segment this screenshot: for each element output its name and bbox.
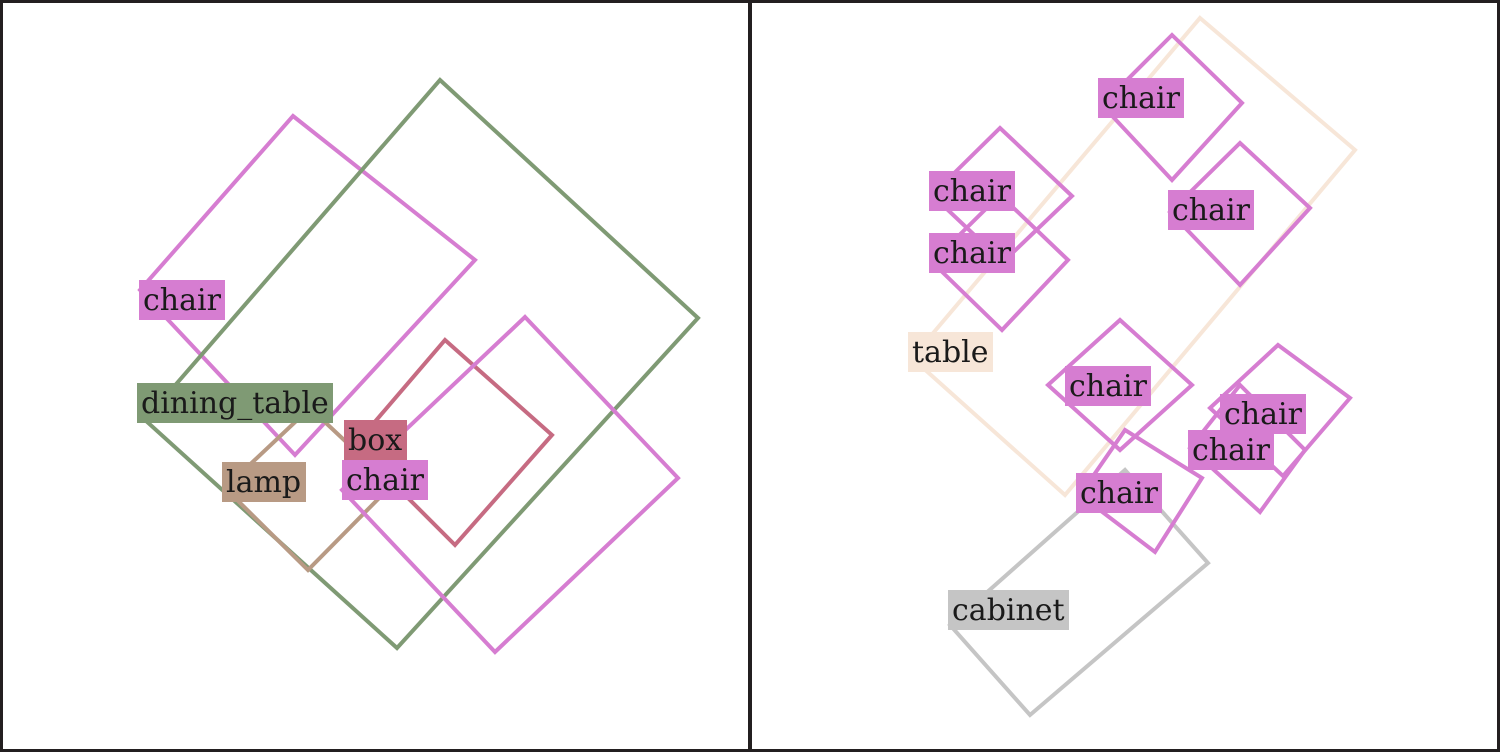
chair-box (1167, 140, 1313, 288)
panel-right-frame (749, 0, 1500, 752)
label-background (342, 460, 428, 500)
chair-box (137, 113, 478, 458)
chair-label-tag: chair (1065, 366, 1151, 406)
label-background (929, 171, 1015, 211)
chair-box (1045, 317, 1195, 453)
label-text: chair (1102, 81, 1181, 116)
chair-label-tag: chair (929, 171, 1015, 211)
label-background (1065, 366, 1151, 406)
label-text: lamp (226, 465, 301, 500)
label-text: chair (346, 463, 425, 498)
label-background (1220, 394, 1306, 434)
label-background (929, 233, 1015, 273)
chair-label-tag: chair (1076, 473, 1162, 513)
dining-table-box (142, 77, 701, 651)
dining-table-label-tag: dining_table (137, 383, 333, 423)
label-text: chair (933, 236, 1012, 271)
label-background (1076, 473, 1162, 513)
chair-label-tag: chair (929, 233, 1015, 273)
box-label-tag: box (344, 420, 407, 460)
cabinet-label-tag: cabinet (948, 590, 1069, 630)
lamp-label-tag: lamp (222, 462, 306, 502)
table-label-tag: table (908, 332, 993, 372)
label-text: chair (1192, 433, 1271, 468)
box-box (352, 337, 555, 548)
label-background (344, 420, 407, 460)
label-text: chair (143, 283, 222, 318)
chair-label-tag: chair (342, 460, 428, 500)
label-background (908, 332, 993, 372)
chair-label-tag: chair (1168, 190, 1254, 230)
chair-label-tag: chair (139, 280, 225, 320)
chair-label-tag: chair (1098, 78, 1184, 118)
label-text: cabinet (952, 593, 1065, 628)
label-text: chair (1069, 369, 1148, 404)
label-text: table (912, 335, 989, 370)
label-text: chair (1172, 193, 1251, 228)
chair-label-tag: chair (1188, 430, 1274, 470)
label-text: chair (933, 174, 1012, 209)
label-background (1168, 190, 1254, 230)
label-background (948, 590, 1069, 630)
label-background (139, 280, 225, 320)
label-text: dining_table (141, 386, 329, 421)
label-background (222, 462, 306, 502)
cabinet-box (947, 467, 1211, 718)
label-background (1188, 430, 1274, 470)
label-background (1098, 78, 1184, 118)
label-text: chair (1080, 476, 1159, 511)
chair-label-tag: chair (1220, 394, 1306, 434)
label-background (137, 383, 333, 423)
chair-box (1207, 342, 1353, 479)
label-text: chair (1224, 397, 1303, 432)
label-text: box (348, 423, 402, 458)
